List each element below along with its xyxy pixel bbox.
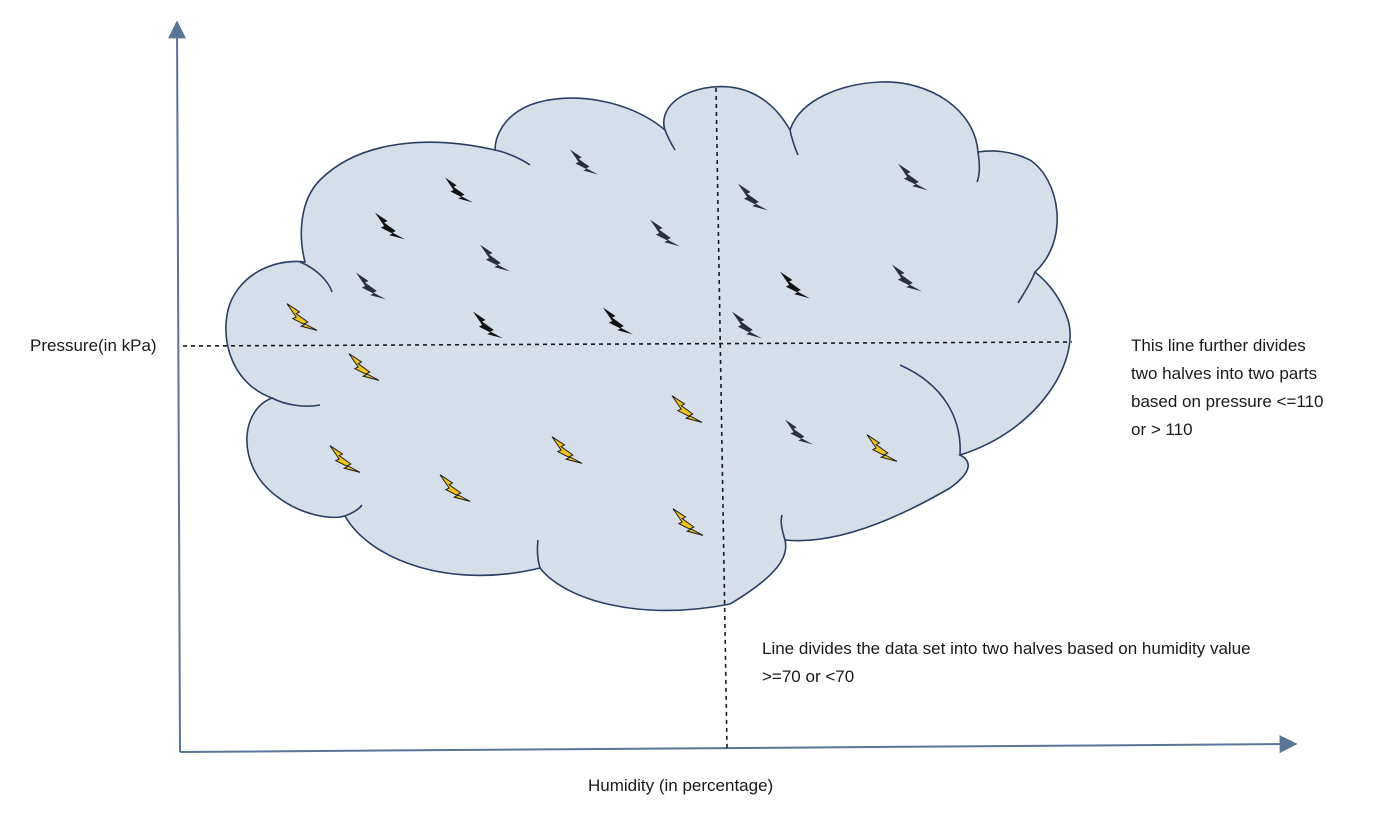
annotation-line: Line divides the data set into two halve… xyxy=(762,639,1251,658)
annotation-line: >=70 or <70 xyxy=(762,667,855,686)
x-axis xyxy=(179,735,1298,754)
annotation-line: two halves into two parts xyxy=(1131,364,1318,383)
pressure-split-annotation: This line further divides two halves int… xyxy=(1131,332,1371,444)
annotation-line: based on pressure <=110 xyxy=(1131,392,1324,411)
annotation-line: This line further divides xyxy=(1131,336,1306,355)
cloud-shape xyxy=(225,81,1071,612)
y-axis xyxy=(168,20,187,753)
x-axis-label: Humidity (in percentage) xyxy=(588,776,774,795)
annotation-line: or > 110 xyxy=(1131,420,1193,439)
humidity-split-line xyxy=(715,87,728,749)
y-axis-label: Pressure(in kPa) xyxy=(30,336,157,355)
humidity-split-annotation: Line divides the data set into two halve… xyxy=(762,635,1342,691)
